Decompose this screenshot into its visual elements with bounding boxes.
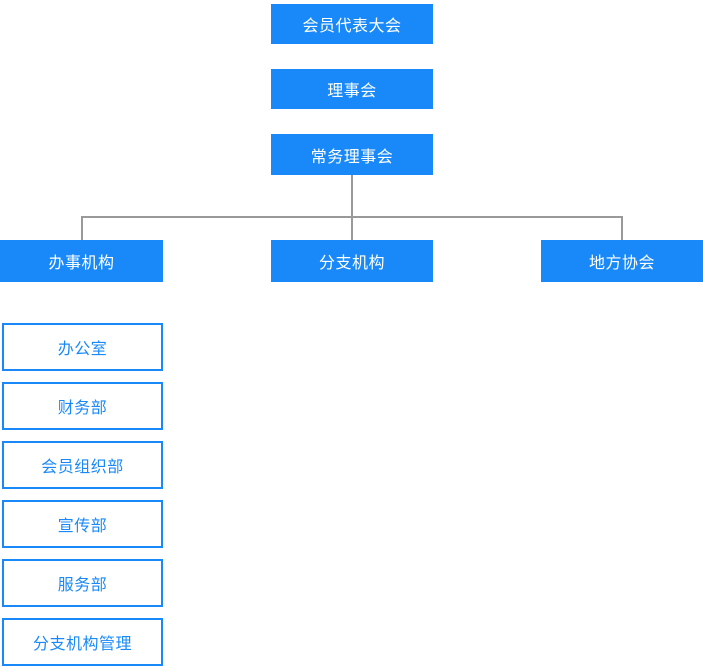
node-council: 理事会 (271, 69, 433, 109)
node-general-office: 办公室 (2, 323, 163, 371)
node-standing-council: 常务理事会 (271, 134, 433, 175)
connector-vertical-center (351, 175, 353, 240)
node-member-congress: 会员代表大会 (271, 4, 433, 44)
node-branch-agencies: 分支机构 (271, 240, 433, 282)
node-office-agencies: 办事机构 (0, 240, 163, 282)
node-branch-management: 分支机构管理 (2, 618, 163, 666)
connector-horizontal (81, 216, 623, 218)
connector-vertical-right (621, 216, 623, 240)
node-member-organization-dept: 会员组织部 (2, 441, 163, 489)
node-local-associations: 地方协会 (541, 240, 703, 282)
node-service-dept: 服务部 (2, 559, 163, 607)
node-finance-dept: 财务部 (2, 382, 163, 430)
connector-vertical-left (81, 216, 83, 240)
node-publicity-dept: 宣传部 (2, 500, 163, 548)
